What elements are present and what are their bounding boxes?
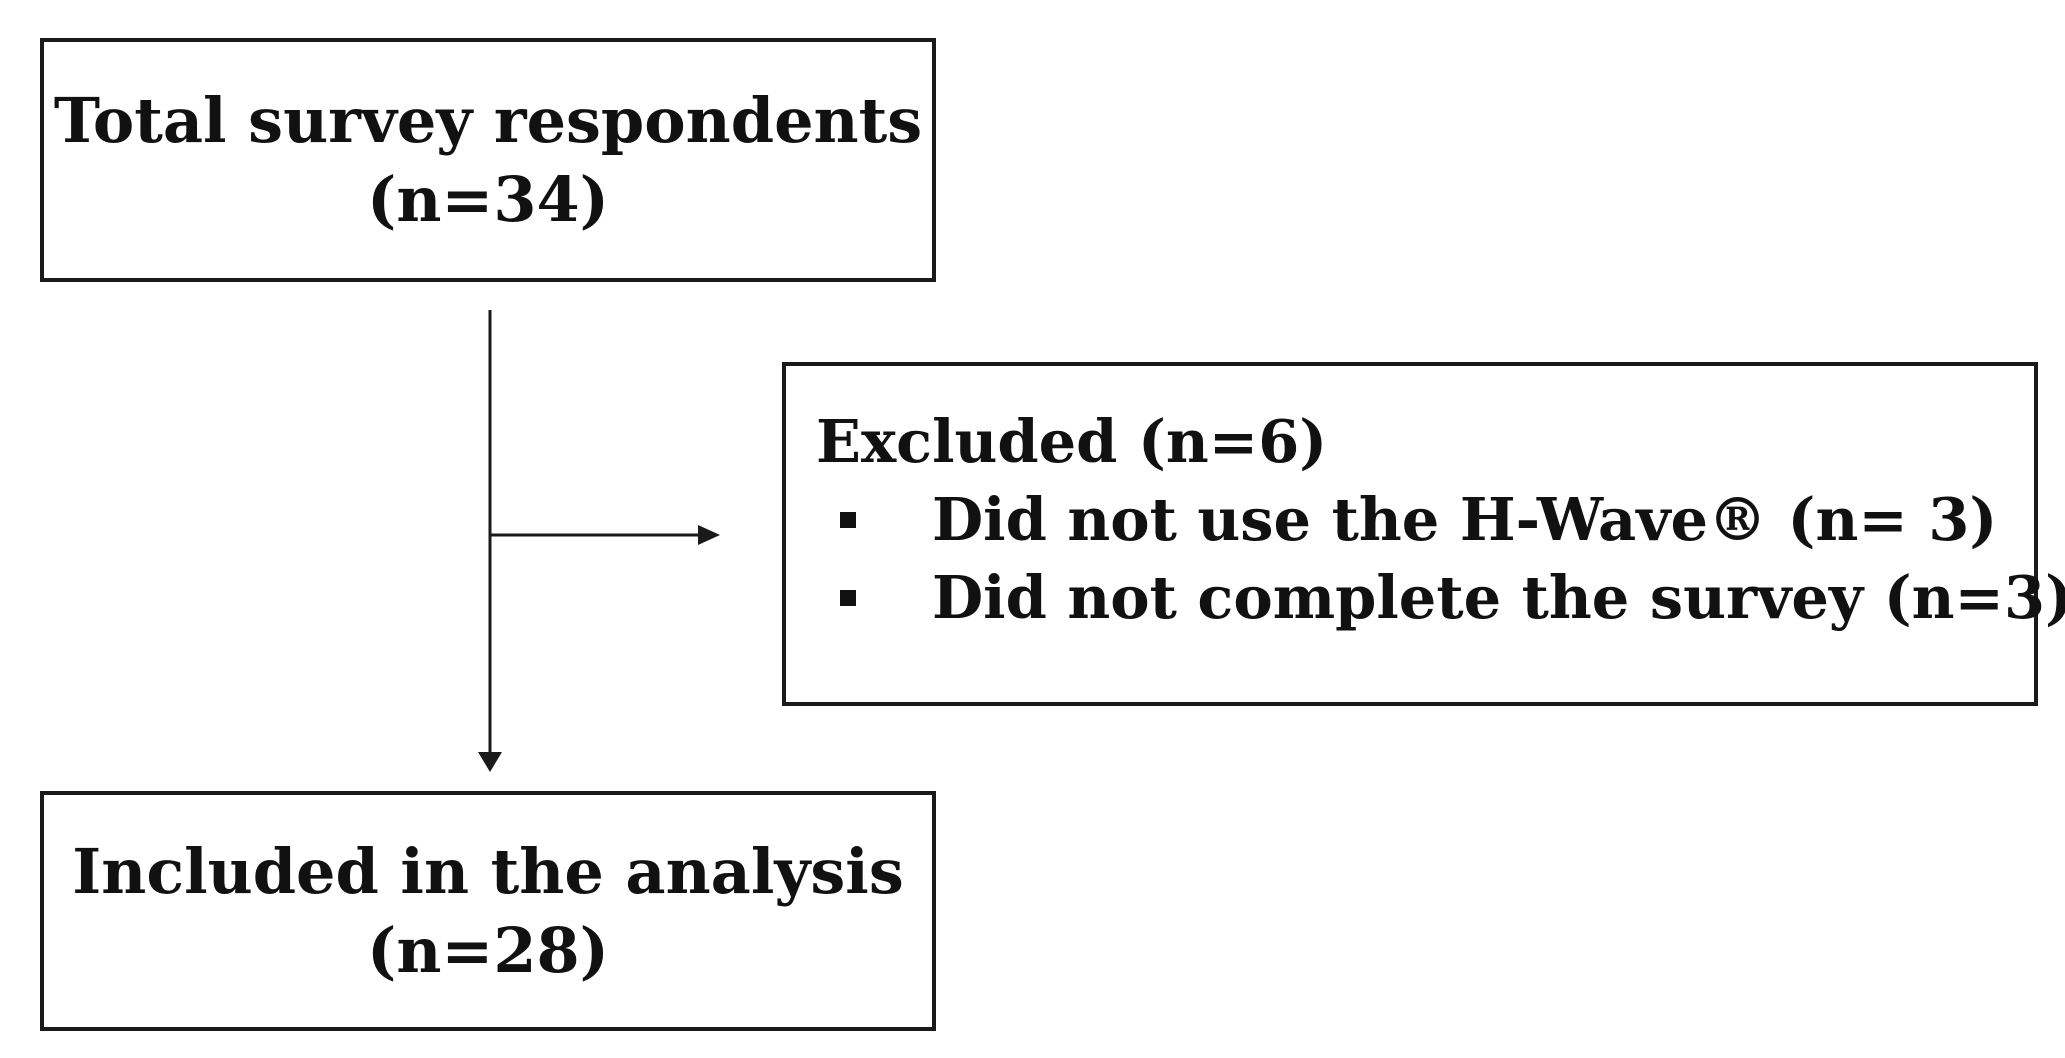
total-respondents-count: (n=34) bbox=[367, 163, 609, 236]
square-bullet-icon bbox=[840, 589, 856, 606]
included-analysis-label: Included in the analysis bbox=[72, 834, 904, 908]
exclusion-branch-arrowhead bbox=[698, 525, 720, 545]
total-respondents-box: Total survey respondents (n=34) bbox=[40, 38, 936, 282]
excluded-reason-item: Did not complete the survey (n=3) bbox=[816, 562, 2065, 634]
excluded-reason-text: Did not use the H-Wave® (n= 3) bbox=[932, 484, 1998, 554]
excluded-box: Excluded (n=6) Did not use the H-Wave® (… bbox=[782, 362, 2065, 706]
included-analysis-box: Included in the analysis (n=28) bbox=[40, 791, 936, 1031]
included-analysis-count: (n=28) bbox=[367, 914, 609, 987]
total-respondents-label: Total survey respondents bbox=[53, 83, 923, 157]
excluded-heading: Excluded (n=6) bbox=[816, 407, 1328, 476]
excluded-reason-item: Did not use the H-Wave® (n= 3) bbox=[816, 484, 2004, 556]
square-bullet-icon bbox=[840, 511, 856, 528]
excluded-reason-text: Did not complete the survey (n=3) bbox=[932, 562, 2065, 632]
main-flow-arrowhead bbox=[478, 752, 502, 772]
